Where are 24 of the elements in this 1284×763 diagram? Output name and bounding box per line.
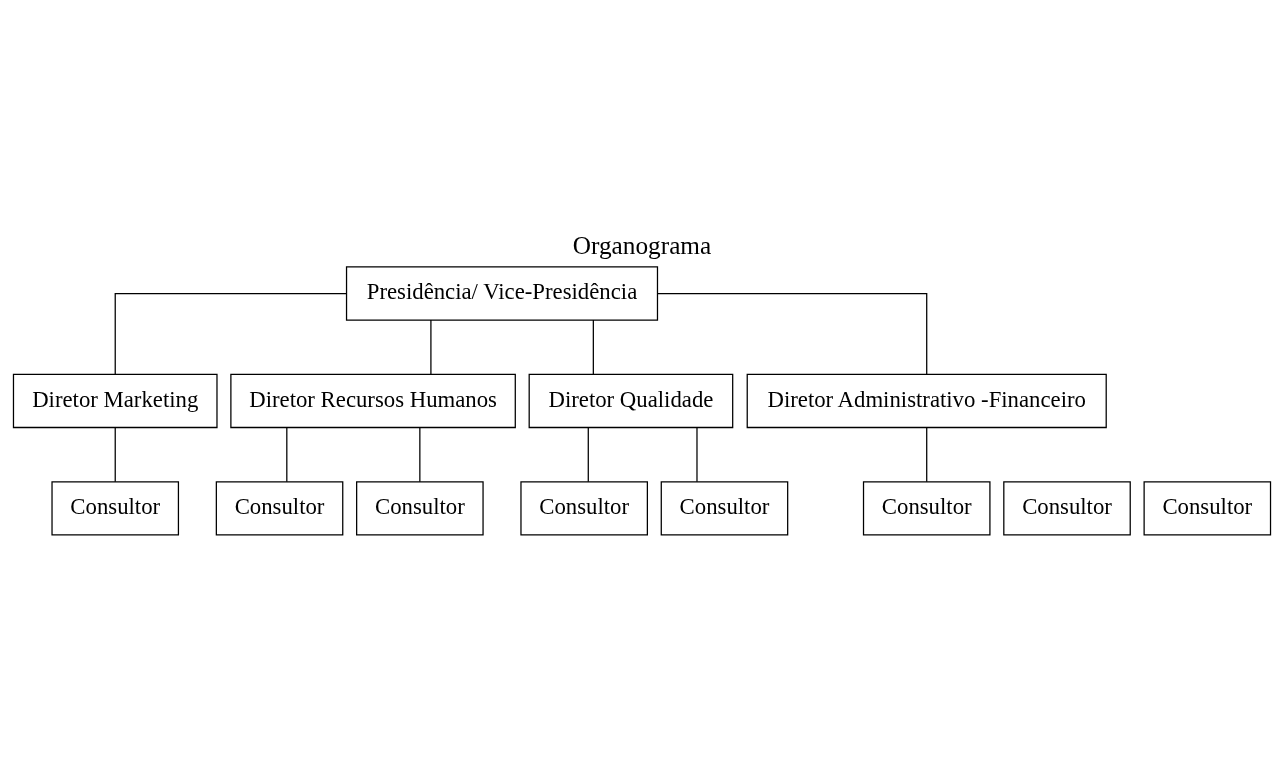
node-box: Diretor Marketing: [12, 373, 218, 428]
node-box: Diretor Recursos Humanos: [230, 373, 516, 428]
node-box: Consultor: [520, 480, 648, 536]
connector: [419, 426, 421, 482]
connector: [430, 318, 432, 375]
node-box: Presidência/ Vice-Presidência: [345, 265, 659, 321]
connector: [926, 426, 928, 482]
node-box: Consultor: [51, 480, 180, 536]
connector: [592, 318, 594, 375]
node-box: Consultor: [1143, 480, 1272, 536]
node-box: Consultor: [356, 480, 484, 536]
connector: [114, 426, 116, 482]
node-box: Diretor Administrativo -Financeiro: [746, 373, 1107, 428]
node-box: Diretor Qualidade: [528, 373, 734, 428]
node-box: Consultor: [660, 480, 789, 536]
connector: [114, 292, 347, 375]
connector: [286, 426, 288, 482]
connector: [657, 292, 928, 375]
node-box: Consultor: [862, 480, 991, 536]
connector: [696, 426, 698, 482]
diagram-title: Organograma: [572, 230, 712, 259]
connector: [587, 426, 589, 482]
node-box: Consultor: [215, 480, 344, 536]
node-box: Consultor: [1003, 480, 1131, 536]
